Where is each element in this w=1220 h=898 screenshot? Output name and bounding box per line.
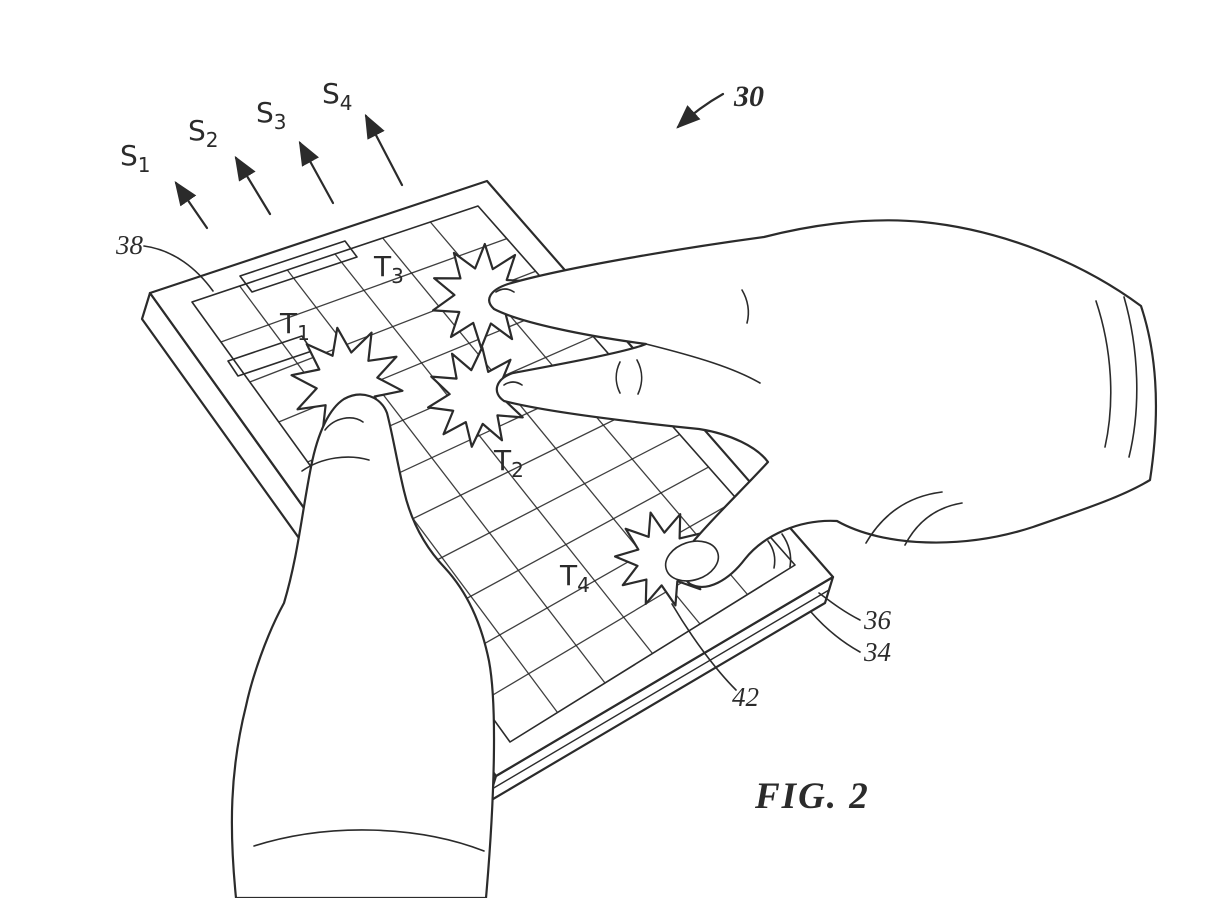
label-t2-base: T [493,444,512,477]
screen-window-sketch-1 [239,240,358,293]
label-s4-sub: 4 [340,91,353,115]
middle-finger-motion-marks [615,359,643,395]
ref-numeral-38: 38 [115,230,144,260]
grid-line [451,499,738,663]
label-s3-base: S [256,96,274,129]
left-thumb-crease [301,456,370,472]
label-s1-base: S [120,139,138,172]
right-wrist-crease-1 [1095,300,1112,448]
left-wrist-crease [253,829,485,852]
palm-fold-line-2 [904,502,963,546]
label-t2: T2 [493,444,524,482]
arrow-s4 [364,113,404,187]
left-thumb-nail [324,417,364,431]
label-t3-base: T [373,250,392,283]
label-t1-sub: 1 [297,321,310,345]
ref-numeral-34: 34 [863,637,891,667]
arrow-30 [676,92,725,129]
label-s2-sub: 2 [206,128,219,152]
ref-numeral-30: 30 [733,80,764,113]
grid-line [422,466,709,623]
right-thumb-nail [664,540,720,582]
right-wrist-crease-2 [1123,296,1138,458]
grid-line [394,433,681,583]
label-t4-base: T [559,559,578,592]
device-layer-line [491,589,830,790]
figure-caption: FIG. 2 [754,776,870,817]
finger-separation-line [645,343,761,384]
right-hand [488,219,1158,588]
middle-finger-nail [503,381,523,386]
leader-36 [818,592,861,621]
label-t4-sub: 4 [577,573,590,597]
label-s4-base: S [322,77,340,110]
left-hand [230,393,496,898]
index-finger-nail [495,288,515,293]
leader-38 [143,245,214,292]
label-t1-base: T [279,307,298,340]
label-t2-sub: 2 [511,458,524,482]
ref-numeral-42: 42 [732,682,759,712]
grid-line [334,253,654,654]
label-t1: T1 [279,307,310,345]
annotation-lines [143,92,861,691]
arrow-s1 [174,181,209,230]
palm-fold-line-1 [865,491,943,544]
label-s4: S4 [322,77,353,115]
label-s1-sub: 1 [138,153,151,177]
label-s2: S2 [188,114,219,152]
annotation-labels: S1 S2 S3 S4 T1 T2 T3 T4 30 38 36 34 42 F… [115,77,892,817]
label-t3-sub: 3 [391,264,404,288]
leader-34 [810,611,861,653]
label-s3-sub: 3 [274,110,287,134]
label-s3: S3 [256,96,287,134]
ref-numeral-36: 36 [863,605,892,635]
label-s2-base: S [188,114,206,147]
leader-42 [671,603,737,691]
arrow-s2 [234,155,272,216]
label-t4: T4 [559,559,590,597]
label-t3: T3 [373,250,404,288]
label-s1: S1 [120,139,151,177]
index-knuckle-crease [741,289,750,324]
left-hand-outline [230,393,496,898]
arrow-s3 [298,140,335,205]
thumb-motion-marks [767,533,792,569]
